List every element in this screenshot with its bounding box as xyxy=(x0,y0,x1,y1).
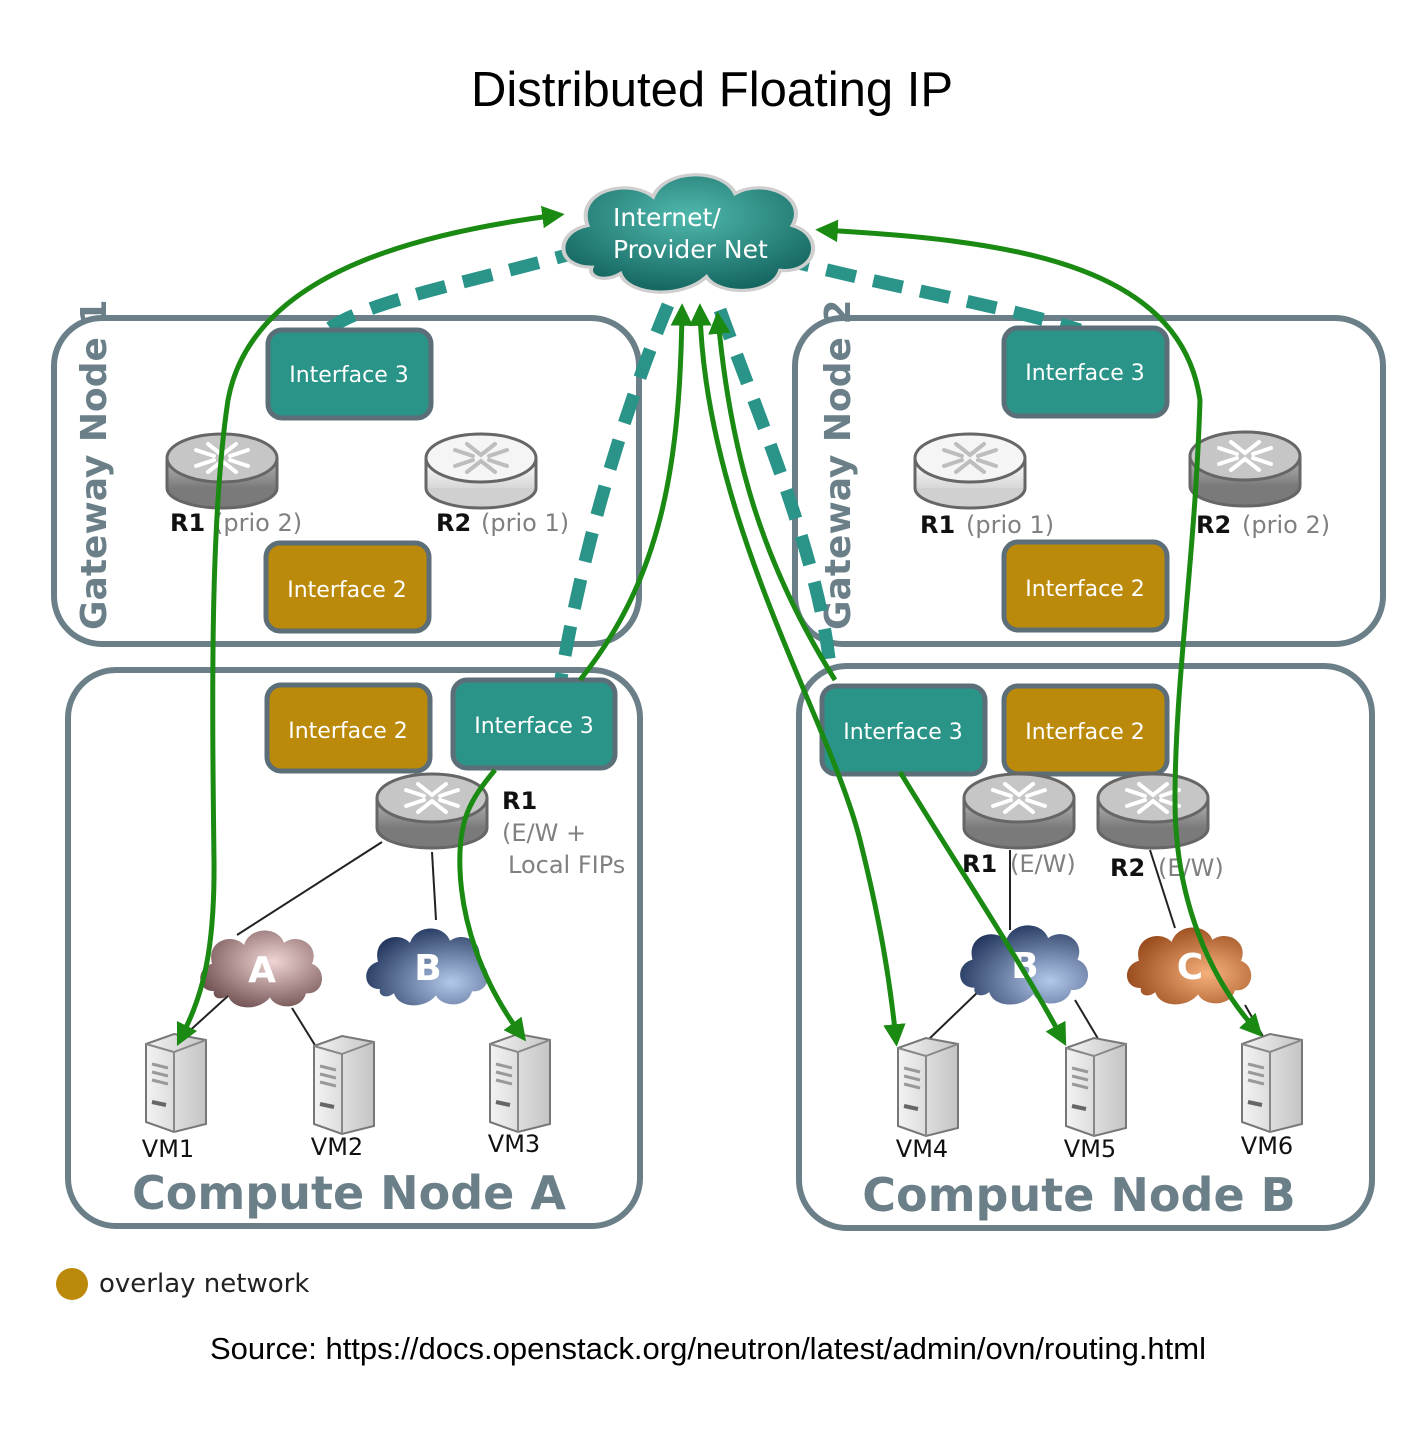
vm3-label: VM3 xyxy=(488,1130,540,1158)
cnb-r2-router-icon xyxy=(1096,772,1210,850)
gw2-interface-2-label: Interface 2 xyxy=(1025,577,1145,602)
gw2-r2-router-icon xyxy=(1188,430,1302,508)
cna-network-a-label: A xyxy=(248,950,276,991)
cnb-r1-name: R1 xyxy=(962,850,997,878)
vm5-server-icon xyxy=(1064,1036,1128,1138)
vm4-server-icon xyxy=(896,1036,960,1138)
traffic-flow-arrows xyxy=(176,205,1263,1047)
internet-cloud-icon: Internet/ Provider Net xyxy=(563,175,813,292)
cnb-interface-2: Interface 2 xyxy=(1001,683,1170,777)
gw1-r2-router-icon xyxy=(424,432,538,510)
cnb-interface-3-label: Interface 3 xyxy=(843,720,963,745)
gateway-node-2-title: Gateway Node 2 xyxy=(818,299,859,630)
cnb-r1-router-icon xyxy=(962,772,1076,850)
compute-node-a-title: Compute Node A xyxy=(132,1166,566,1220)
gw1-interface-2: Interface 2 xyxy=(263,540,432,634)
gw2-interface-2: Interface 2 xyxy=(1001,539,1170,633)
cna-r1-desc2: Local FIPs xyxy=(508,851,625,879)
cnb-r2-desc: (E/W) xyxy=(1158,854,1224,882)
cna-interface-2-label: Interface 2 xyxy=(288,719,408,744)
gw2-r2-prio: (prio 2) xyxy=(1242,511,1330,539)
gw2-interface-3-label: Interface 3 xyxy=(1025,361,1145,386)
gateway-node-1-title: Gateway Node 1 xyxy=(74,299,115,630)
vm6-server-icon xyxy=(1240,1032,1304,1134)
vm2-label: VM2 xyxy=(311,1133,363,1161)
gw1-r1-name: R1 xyxy=(170,509,205,537)
cna-interface-2: Interface 2 xyxy=(264,682,433,774)
source-citation: Source: https://docs.openstack.org/neutr… xyxy=(210,1331,1206,1366)
cnb-r2-name: R2 xyxy=(1110,854,1145,882)
cnb-r1-desc: (E/W) xyxy=(1010,850,1076,878)
gw1-interface-3-label: Interface 3 xyxy=(289,363,409,388)
gw2-r1-prio: (prio 1) xyxy=(966,511,1054,539)
gw1-r1-prio: (prio 2) xyxy=(214,509,302,537)
cnb-network-c-label: C xyxy=(1177,947,1203,988)
cnb-interface-3: Interface 3 xyxy=(819,683,988,777)
compute-node-b-title: Compute Node B xyxy=(862,1168,1295,1222)
gw1-interface-2-label: Interface 2 xyxy=(287,578,407,603)
overlay-network-legend-dot xyxy=(56,1268,88,1300)
cna-r1-name: R1 xyxy=(502,787,537,815)
vm5-label: VM5 xyxy=(1064,1135,1116,1163)
cna-network-b-label: B xyxy=(414,948,441,989)
gw2-r1-name: R1 xyxy=(920,511,955,539)
vm1-label: VM1 xyxy=(142,1135,194,1163)
internet-label-line1: Internet/ xyxy=(613,203,721,232)
gw2-r2-name: R2 xyxy=(1196,511,1231,539)
gw1-r2-name: R2 xyxy=(436,509,471,537)
legend: overlay network xyxy=(56,1268,309,1300)
overlay-network-legend-label: overlay network xyxy=(99,1269,309,1299)
cna-interface-3-label: Interface 3 xyxy=(474,714,594,739)
vm2-server-icon xyxy=(312,1034,376,1136)
gw2-interface-3: Interface 3 xyxy=(1001,325,1170,419)
vm6-label: VM6 xyxy=(1241,1132,1293,1160)
vm4-label: VM4 xyxy=(896,1135,948,1163)
cnb-network-b-label: B xyxy=(1011,946,1038,987)
cna-r1-desc1: (E/W + xyxy=(502,819,586,847)
internet-label-line2: Provider Net xyxy=(613,235,768,264)
gw2-r1-router-icon xyxy=(913,432,1027,510)
vm3-server-icon xyxy=(488,1032,552,1134)
gw1-r2-prio: (prio 1) xyxy=(481,509,569,537)
gw1-interface-3: Interface 3 xyxy=(265,327,434,421)
cna-interface-3: Interface 3 xyxy=(450,677,618,771)
vm1-server-icon xyxy=(144,1032,208,1134)
diagram-title: Distributed Floating IP xyxy=(471,63,953,117)
cnb-interface-2-label: Interface 2 xyxy=(1025,720,1145,745)
